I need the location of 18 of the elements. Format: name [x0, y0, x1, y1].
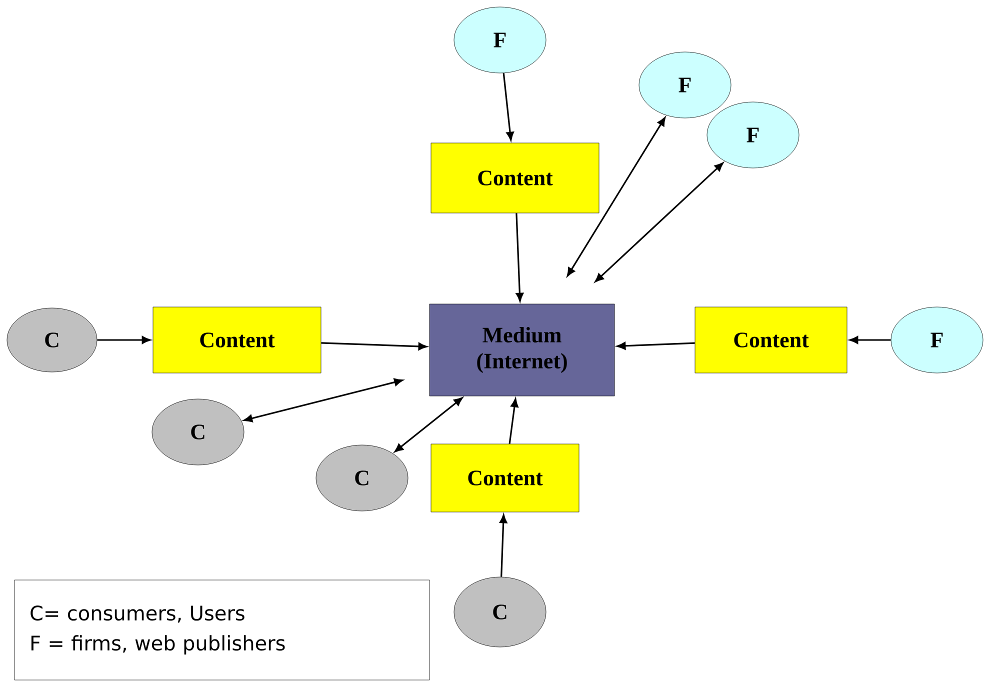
- arrow: [616, 342, 695, 350]
- arrow: [321, 342, 428, 350]
- content-box: Content: [430, 142, 600, 214]
- arrow: [516, 213, 524, 302]
- arrow: [849, 336, 891, 344]
- content-box: Content: [430, 444, 580, 512]
- arrow: [508, 398, 518, 444]
- arrow: [500, 514, 508, 577]
- arrow: [502, 73, 514, 141]
- arrow: [97, 336, 151, 344]
- arrow: [244, 378, 403, 422]
- arrow: [594, 162, 724, 282]
- content-box: Content: [694, 306, 848, 374]
- content-box: Content: [152, 306, 322, 374]
- key-box: C= consumers, Users F = firms, web publishers: [14, 580, 430, 680]
- arrow: [566, 117, 666, 276]
- arrow: [394, 397, 463, 452]
- medium-box: Medium (Internet): [429, 304, 615, 396]
